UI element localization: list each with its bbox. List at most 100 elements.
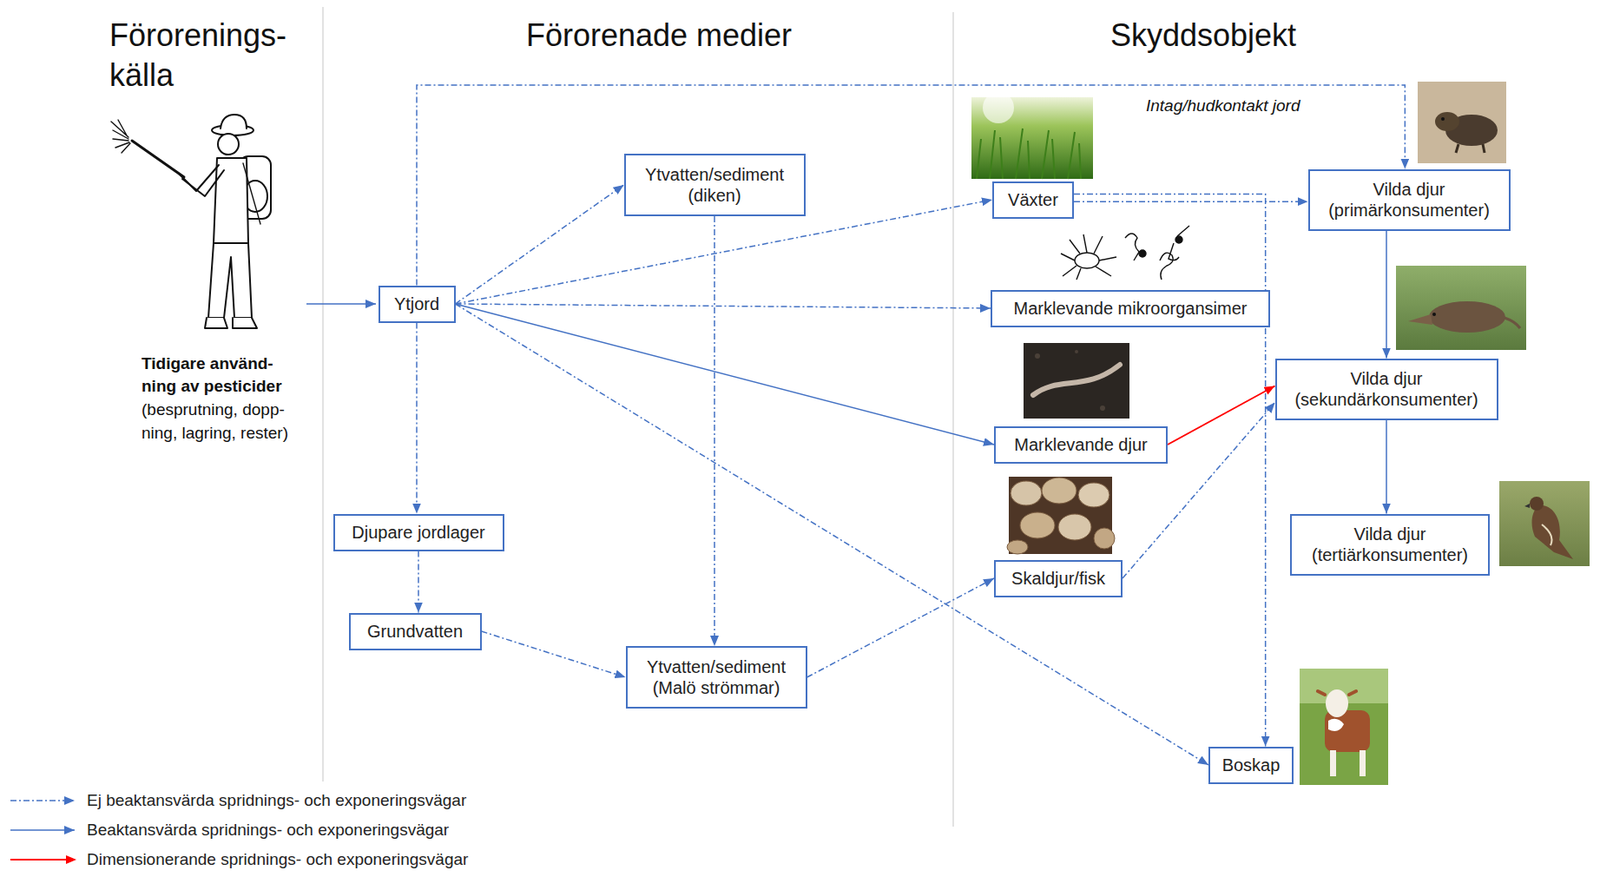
column-separator <box>322 6 324 782</box>
shrew-photo <box>1395 265 1527 350</box>
hat-crown <box>220 114 247 129</box>
annotation-label: (besprutning, dopp- ning, lagring, reste… <box>141 397 298 445</box>
boots <box>204 317 257 329</box>
pathway-arrow <box>1073 194 1266 747</box>
critical-pathway <box>1167 385 1276 445</box>
arm <box>182 170 224 197</box>
vole-photo <box>1417 81 1507 164</box>
column-separator <box>952 12 955 827</box>
pathway-arrow <box>1385 230 1388 359</box>
process-box: Skaldjur/fisk <box>994 559 1123 598</box>
box-label: Växter <box>1002 189 1064 211</box>
legend-text: Ej beaktansvärda spridnings- och exponer… <box>86 790 467 811</box>
source-arrow <box>306 302 376 305</box>
process-box: Marklevande djur <box>994 426 1168 464</box>
box-label: Marklevande djur <box>1004 434 1158 455</box>
soil <box>1023 342 1130 419</box>
soil-grain <box>1099 405 1106 411</box>
process-box: Ytjord <box>378 285 456 323</box>
box-label: Vilda djur (tertiärkonsumenter) <box>1300 523 1480 566</box>
cow-leg <box>1359 750 1366 777</box>
box-label: Marklevande mikroorgansimer <box>1000 297 1260 319</box>
process-box: Boskap <box>1208 746 1294 784</box>
shell <box>1020 512 1055 539</box>
spray-jet <box>111 119 131 153</box>
microorganism-sketch <box>1060 225 1190 280</box>
shellfish-photo <box>1007 476 1115 554</box>
earthworm-photo <box>1023 342 1130 419</box>
box-label: Ytvatten/sediment (Malö strömmar) <box>636 656 797 698</box>
pathway-arrow <box>455 303 995 445</box>
box-label: Vilda djur (primärkonsumenter) <box>1318 178 1501 221</box>
legend-sample-red-head <box>65 855 77 864</box>
legs <box>208 243 252 318</box>
worm <box>1033 364 1120 396</box>
hawk-body <box>1532 505 1574 560</box>
pathway-arrow <box>807 578 995 678</box>
field <box>1499 480 1590 567</box>
process-box: Grundvatten <box>348 612 482 651</box>
process-box: Växter <box>992 181 1074 219</box>
pathway-arrow <box>1385 420 1388 514</box>
pathway-arrow <box>1073 200 1309 203</box>
hawk-head <box>1529 496 1544 511</box>
column-heading: Skyddsobjekt <box>986 15 1421 56</box>
legend-text: Dimensionerande spridnings- och exponeri… <box>86 849 468 870</box>
shell <box>1058 513 1092 540</box>
box-label: Boskap <box>1218 754 1284 776</box>
shell <box>1010 480 1042 506</box>
box-label: Ytvatten/sediment (diken) <box>634 164 796 206</box>
microbe <box>1139 250 1146 257</box>
legend-sample-solid <box>10 829 75 831</box>
vole-legs <box>1455 144 1485 153</box>
meadow <box>1395 265 1527 350</box>
pathway-arrow <box>455 303 992 309</box>
spray-wand <box>131 140 185 178</box>
pathway-arrow <box>481 631 626 678</box>
hawk-breast <box>1541 524 1553 546</box>
annotation-label: Tidigare använd- ning av pesticider <box>141 352 298 398</box>
hawk-beak <box>1524 503 1530 508</box>
process-box: Djupare jordlager <box>333 513 505 552</box>
pathway-arrow <box>415 322 418 514</box>
pathway-arrow <box>713 216 716 646</box>
shell <box>1041 477 1077 504</box>
shrew-snout <box>1408 314 1433 325</box>
process-box: Marklevande mikroorgansimer <box>990 289 1271 328</box>
bacterium <box>1074 252 1100 269</box>
sprayer-person <box>111 114 271 329</box>
torso <box>213 158 249 244</box>
cow-body <box>1324 710 1370 752</box>
annotation-label: Intag/hudkontakt jord <box>1145 95 1355 117</box>
flagella <box>1060 234 1117 280</box>
cow-ears <box>1317 691 1357 695</box>
process-box: Vilda djur (tertiärkonsumenter) <box>1290 513 1490 576</box>
microbe <box>1168 225 1190 261</box>
legend-text: Beaktansvärda spridnings- och exponering… <box>86 819 449 841</box>
column-heading: Förorenade medier <box>441 15 876 56</box>
cow-leg <box>1330 750 1337 777</box>
process-box: Ytvatten/sediment (diken) <box>624 153 806 217</box>
box-label: Skaldjur/fisk <box>1004 567 1113 589</box>
pasture <box>1299 668 1389 785</box>
connector-group <box>416 85 1405 765</box>
legend-sample-red <box>10 858 70 861</box>
head <box>217 133 239 155</box>
process-box: Vilda djur (primärkonsumenter) <box>1308 169 1511 231</box>
shrew-eye <box>1432 312 1436 317</box>
microbe <box>1125 233 1140 261</box>
cow-patch <box>1328 718 1344 731</box>
shrew-tail <box>1504 317 1521 329</box>
column-heading: Förorenings- källa <box>109 15 318 96</box>
cow-head <box>1325 689 1349 718</box>
pathway-arrow <box>455 184 625 304</box>
shrew-body <box>1428 301 1506 333</box>
grass-photo <box>971 92 1094 179</box>
legend-sample-dashed <box>10 799 75 802</box>
shell <box>1078 482 1110 507</box>
microbe <box>1159 252 1173 280</box>
sun-glow <box>982 92 1014 124</box>
shell <box>1093 527 1115 549</box>
pathway-arrow <box>455 303 1210 765</box>
